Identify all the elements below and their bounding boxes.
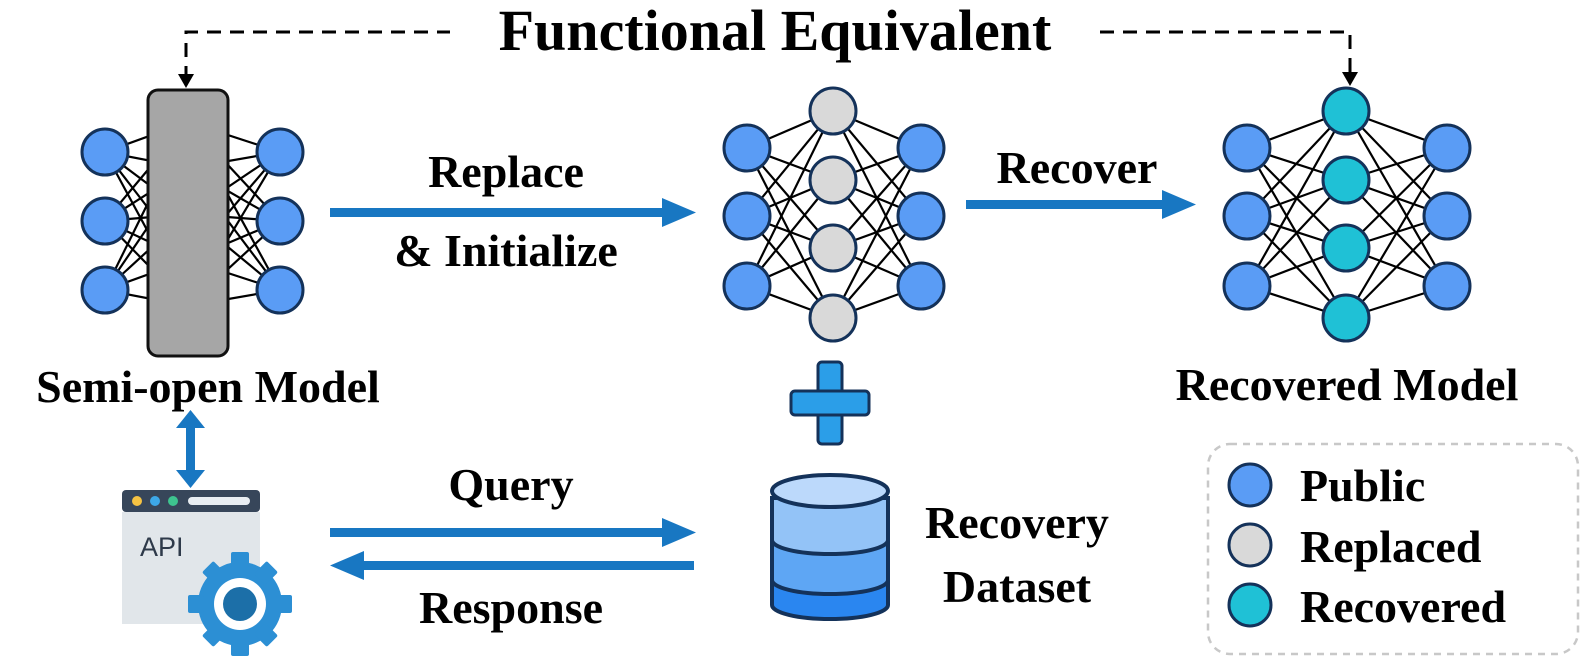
- recovered-model-node-public: [1422, 191, 1472, 241]
- recovery-dataset-label-line2: Dataset: [943, 561, 1092, 612]
- replaced-model-node-public: [722, 191, 772, 241]
- semi-open-node-public: [255, 196, 305, 246]
- database-icon: [770, 473, 890, 621]
- replaced-model-node-public: [722, 123, 772, 173]
- query-arrow[interactable]: [330, 518, 696, 547]
- recovered-model-edge: [1246, 110, 1347, 287]
- legend-swatch-public: [1227, 462, 1273, 508]
- semi-open-node-public: [255, 265, 305, 315]
- api-label: API: [140, 532, 184, 562]
- dashed-arrowhead-left: [178, 74, 194, 88]
- recovered-model-node-public: [1422, 261, 1472, 311]
- recovered-model-node-recovered: [1321, 223, 1371, 273]
- legend-swatch-replaced: [1227, 522, 1273, 568]
- recovery-dataset-label-line1: Recovery: [925, 497, 1109, 548]
- dashed-arrowhead-right: [1342, 72, 1358, 86]
- replaced-model-edges: [746, 109, 922, 320]
- semi-open-node-public: [80, 265, 130, 315]
- semi-open-node-public: [80, 127, 130, 177]
- replaced-model-node-replaced: [808, 155, 858, 205]
- legend-swatch-recovered: [1227, 582, 1273, 628]
- replaced-model-edge: [832, 147, 922, 319]
- query-label: Query: [448, 459, 573, 510]
- legend: Public Replaced Recovered: [1206, 442, 1580, 656]
- replaced-model-node-public: [896, 191, 946, 241]
- recover-arrow[interactable]: [966, 190, 1196, 219]
- legend-label-recovered: Recovered: [1300, 581, 1506, 632]
- recovered-model: [1222, 86, 1472, 343]
- replace-arrow[interactable]: [330, 198, 696, 227]
- replaced-model-node-public: [896, 123, 946, 173]
- recovered-model-nodes: [1222, 86, 1472, 343]
- replaced-model-edge: [746, 110, 834, 287]
- legend-label-public: Public: [1300, 460, 1425, 511]
- replaced-model-node-replaced: [808, 223, 858, 273]
- replaced-model: [722, 86, 946, 343]
- recovered-model-edge: [1345, 147, 1448, 319]
- legend-box: [1206, 442, 1580, 656]
- replaced-model-nodes: [722, 86, 946, 343]
- semi-open-node-public: [255, 127, 305, 177]
- recovered-model-node-recovered: [1321, 293, 1371, 343]
- api-bidirectional-arrow: [176, 410, 205, 488]
- recovered-model-node-public: [1222, 191, 1272, 241]
- replaced-model-node-replaced: [808, 86, 858, 136]
- gear-icon: [188, 552, 292, 656]
- recovered-model-node-public: [1222, 123, 1272, 173]
- black-box-layer: [146, 88, 230, 358]
- replaced-model-node-public: [896, 261, 946, 311]
- replace-label: Replace: [428, 146, 584, 197]
- initialize-label: & Initialize: [394, 225, 618, 276]
- recovered-model-node-public: [1222, 261, 1272, 311]
- recovered-model-label: Recovered Model: [1176, 359, 1519, 410]
- recovered-model-node-recovered: [1321, 86, 1371, 136]
- recover-label: Recover: [997, 142, 1158, 193]
- replaced-model-node-public: [722, 261, 772, 311]
- recovered-model-node-recovered: [1321, 155, 1371, 205]
- semi-open-node-public: [80, 196, 130, 246]
- plus-icon: [789, 360, 871, 446]
- response-arrow[interactable]: [330, 551, 694, 580]
- semi-open-model-label: Semi-open Model: [36, 361, 380, 412]
- legend-label-replaced: Replaced: [1300, 521, 1482, 572]
- api-icon[interactable]: API: [122, 490, 292, 656]
- semi-open-model: [80, 88, 305, 358]
- functional-equivalent-title: Functional Equivalent: [499, 0, 1052, 63]
- response-label: Response: [419, 582, 603, 633]
- recovered-model-node-public: [1422, 123, 1472, 173]
- semi-open-nodes: [80, 127, 305, 315]
- recovered-model-edges: [1246, 109, 1448, 320]
- replaced-model-node-replaced: [808, 293, 858, 343]
- functional-equivalent-connector: [178, 30, 1358, 88]
